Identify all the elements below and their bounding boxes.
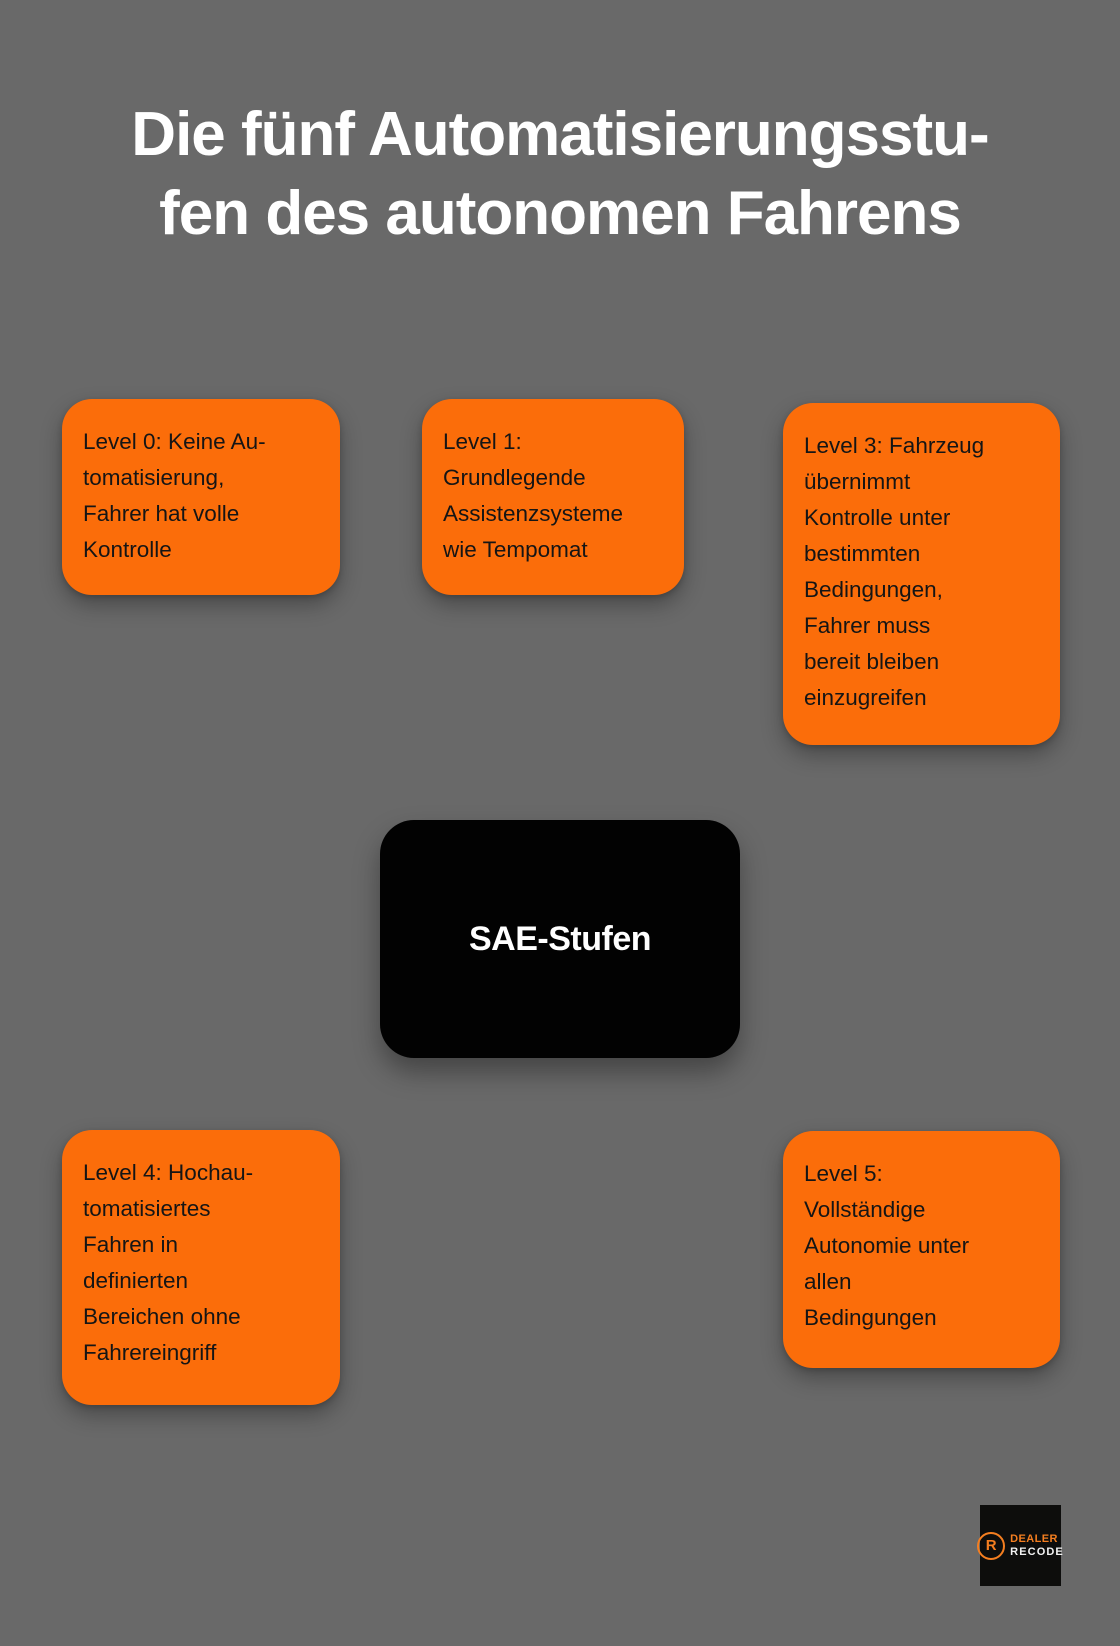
level-5-text: Level 5: Vollständige Autonomie unter al… (804, 1161, 970, 1330)
brand-name-top: DEALER (1010, 1532, 1058, 1545)
level-5-card: Level 5: Vollständige Autonomie unter al… (783, 1131, 1060, 1368)
level-4-text: Level 4: Hochau- tomatisiertes Fahren in… (83, 1160, 254, 1365)
level-1-text: Level 1: Grundlegende Assistenzsysteme w… (443, 429, 624, 562)
brand-wordmark: DEALER RECODE (1010, 1533, 1064, 1559)
sae-center-node: SAE-Stufen (380, 820, 740, 1058)
level-3-card: Level 3: Fahrzeug übernimmt Kontrolle un… (783, 403, 1060, 745)
level-3-text: Level 3: Fahrzeug übernimmt Kontrolle un… (804, 433, 985, 710)
brand-r-icon: R (977, 1531, 1006, 1560)
brand-logo: R DEALER RECODE (977, 1505, 1064, 1586)
level-4-card: Level 4: Hochau- tomatisiertes Fahren in… (62, 1130, 340, 1405)
level-0-card: Level 0: Keine Au- tomatisierung, Fahrer… (62, 399, 340, 595)
sae-label: SAE-Stufen (469, 919, 652, 958)
level-0-text: Level 0: Keine Au- tomatisierung, Fahrer… (83, 429, 266, 562)
brand-name-bottom: RECODE (1010, 1545, 1064, 1558)
level-1-card: Level 1: Grundlegende Assistenzsysteme w… (422, 399, 684, 595)
page-title: Die fünf Automatisierungsstu- fen des au… (131, 100, 989, 248)
